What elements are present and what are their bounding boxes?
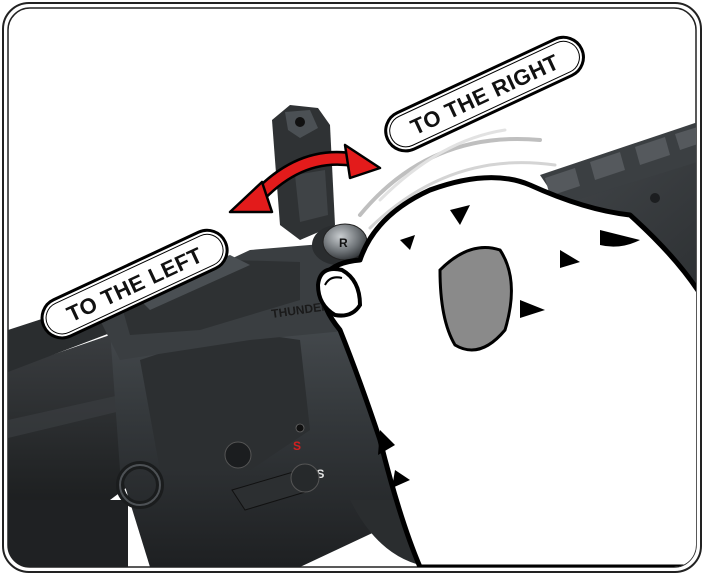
selector-red-mark: S xyxy=(293,439,301,453)
knob-letter: R xyxy=(339,236,348,250)
